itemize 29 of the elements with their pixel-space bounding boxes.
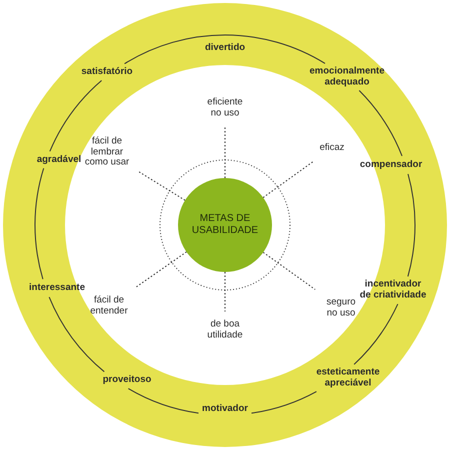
- ring-line: [251, 391, 317, 414]
- usability-goal-label: fácil de lembrar como usar: [84, 136, 130, 168]
- experience-goal-label: proveitoso: [102, 374, 152, 386]
- ring-line: [34, 168, 44, 280]
- dotted-line: [138, 170, 186, 201]
- ring-line: [128, 388, 199, 414]
- experience-goal-label: motivador: [202, 404, 248, 414]
- experience-goal-label: divertido: [204, 42, 246, 54]
- ring-line: [49, 80, 102, 152]
- dotted-line: [224, 126, 226, 178]
- experience-goal-label: satisfatório: [81, 66, 133, 78]
- central-label: METAS DE USABILIDADE: [190, 213, 260, 237]
- dotted-line: [262, 252, 316, 290]
- dotted-line: [135, 251, 187, 288]
- experience-goal-label: emocionalmente adequado: [308, 66, 386, 88]
- ring-line: [407, 173, 416, 277]
- usability-goal-label: de boa utilidade: [201, 320, 249, 340]
- dotted-line: [262, 160, 314, 198]
- usability-goal-label: seguro no uso: [321, 298, 361, 318]
- ring-line: [124, 34, 226, 64]
- experience-goal-label: esteticamente apreciável: [314, 368, 382, 388]
- usability-goal-label: eficiente no uso: [203, 98, 247, 118]
- ring-line: [354, 304, 398, 365]
- usability-goal-label: eficaz: [320, 142, 344, 154]
- ring-line: [358, 90, 403, 156]
- ring-line: [48, 296, 105, 372]
- dotted-line: [224, 272, 226, 312]
- ring-line: [224, 34, 326, 64]
- usability-goal-label: fácil de entender: [85, 296, 133, 316]
